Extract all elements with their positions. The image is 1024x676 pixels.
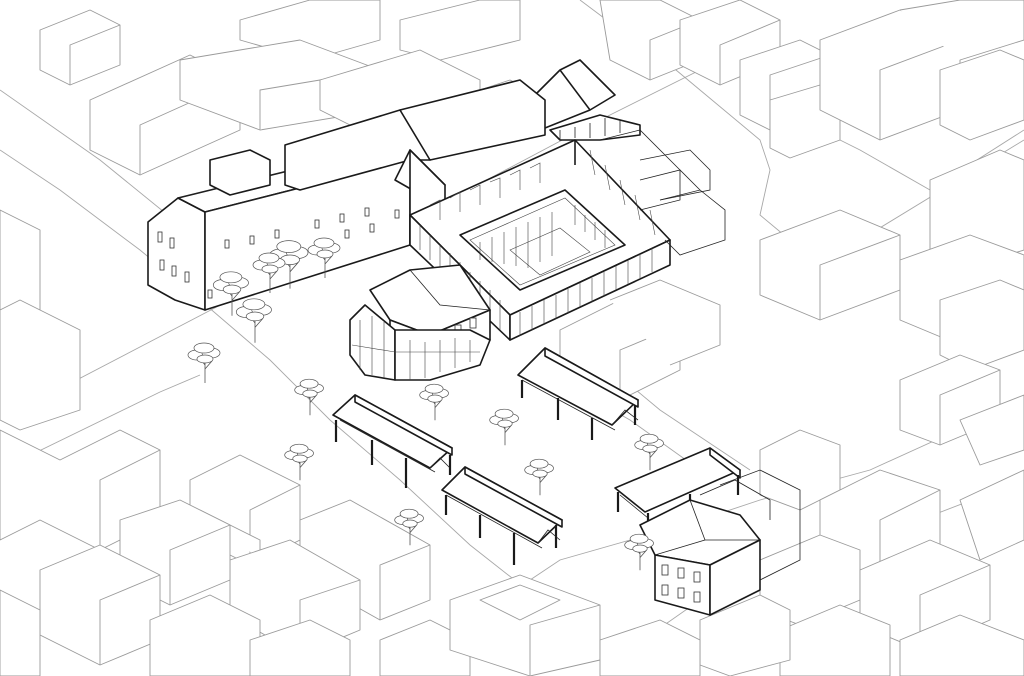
wing-windows [157,207,400,299]
tree-icon [624,533,654,571]
tree-icon [489,408,519,446]
tree-icon [212,271,249,316]
cloister-courtyard [409,129,726,341]
corner-house [639,469,801,616]
tree-icon [307,237,341,278]
tree-icon [524,458,554,496]
main-building-wing [147,59,641,311]
canopy-2 [517,347,639,440]
tree-icon [252,252,286,293]
tree-icon [284,443,314,481]
tree-icon [294,378,324,416]
market-canopies [332,347,741,565]
timber-pavilion [349,264,491,381]
tree-icon [187,342,221,383]
canopy-1 [332,394,453,488]
canopy-4 [614,447,741,540]
canopy-3 [441,466,563,565]
tree-icon [394,508,424,546]
tree-icon [634,433,664,471]
tree-icon [235,298,272,343]
tree-icon [419,383,449,421]
plaza-trees [187,237,664,571]
